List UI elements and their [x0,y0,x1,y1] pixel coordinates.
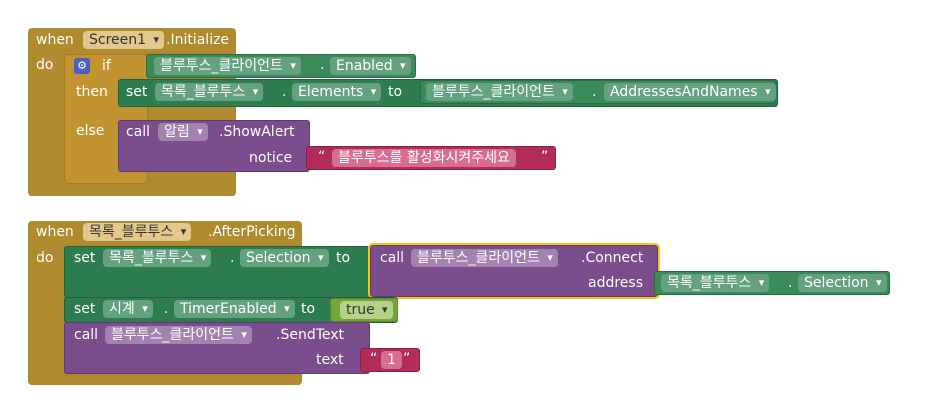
screen1-dropdown[interactable]: Screen1 [83,31,165,49]
listpicker-dropdown[interactable]: 목록_블루투스 [83,223,192,241]
afterpicking-event-label: .AfterPicking [208,224,296,240]
event-block-bottom-bar [28,186,236,196]
listpicker-dropdown[interactable]: 목록_블루투스 [155,83,264,101]
sendtext-text-field[interactable]: 1 [381,351,402,369]
dot-label: . [788,275,793,291]
true-dropdown[interactable]: true [340,301,393,319]
gear-icon[interactable]: ⚙ [74,58,90,74]
to-label: to [388,84,403,100]
dot-label: . [282,84,287,100]
chevron-down-icon: ▾ [382,303,388,316]
call-label: call [380,250,405,266]
if-label: if [102,58,111,74]
notice-arg-label: notice [249,150,293,166]
do-label: do [36,57,54,73]
timerenabled-property-dropdown[interactable]: TimerEnabled [174,300,295,318]
address-arg-label: address [588,275,644,291]
event-block-bottom-bar [28,375,302,385]
then-label: then [76,84,108,100]
to-label: to [336,250,351,266]
close-quote: ” [541,149,549,165]
clock-dropdown[interactable]: 시계 [103,300,153,318]
text-arg-label: text [316,352,344,368]
set-label: set [74,250,96,266]
set-label: set [74,301,96,317]
sendtext-method-label: .SendText [276,327,345,343]
dot-label: . [164,301,169,317]
initialize-event-label: .Initialize [166,32,230,48]
dot-label: . [230,250,235,266]
dot-label: . [592,84,597,100]
connect-method-label: .Connect [581,250,644,266]
open-quote: “ [318,149,326,165]
notifier-dropdown[interactable]: 알림 [158,123,208,141]
enabled-property-dropdown[interactable]: Enabled [330,57,411,75]
bluetooth-client-dropdown[interactable]: 블루투스_클라이언트 [411,249,558,267]
alert-text-field[interactable]: 블루투스를 활성화시켜주세요 [332,149,516,167]
else-label: else [76,123,105,139]
addresses-and-names-dropdown[interactable]: AddressesAndNames [604,83,776,101]
dot-label: . [320,57,325,73]
set-label: set [126,84,148,100]
bluetooth-client-dropdown[interactable]: 블루투스_클라이언트 [105,326,252,344]
to-label: to [301,301,316,317]
selection-property-dropdown[interactable]: Selection [240,249,329,267]
call-showalert-block[interactable] [118,120,310,172]
close-quote: ” [403,351,411,367]
when-label: when [36,32,74,48]
call-label: call [126,124,151,140]
selection-property-dropdown[interactable]: Selection [798,274,887,292]
do-label: do [36,250,54,266]
listpicker-dropdown[interactable]: 목록_블루투스 [103,249,212,267]
call-label: call [74,327,99,343]
bluetooth-client-dropdown[interactable]: 블루투스_클라이언트 [426,83,573,101]
bluetooth-client-dropdown[interactable]: 블루투스_클라이언트 [154,57,301,75]
open-quote: “ [370,351,378,367]
listpicker-dropdown[interactable]: 목록_블루투스 [661,274,770,292]
elements-property-dropdown[interactable]: Elements [292,83,382,101]
when-label: when [36,224,74,240]
showalert-method-label: .ShowAlert [219,124,295,140]
